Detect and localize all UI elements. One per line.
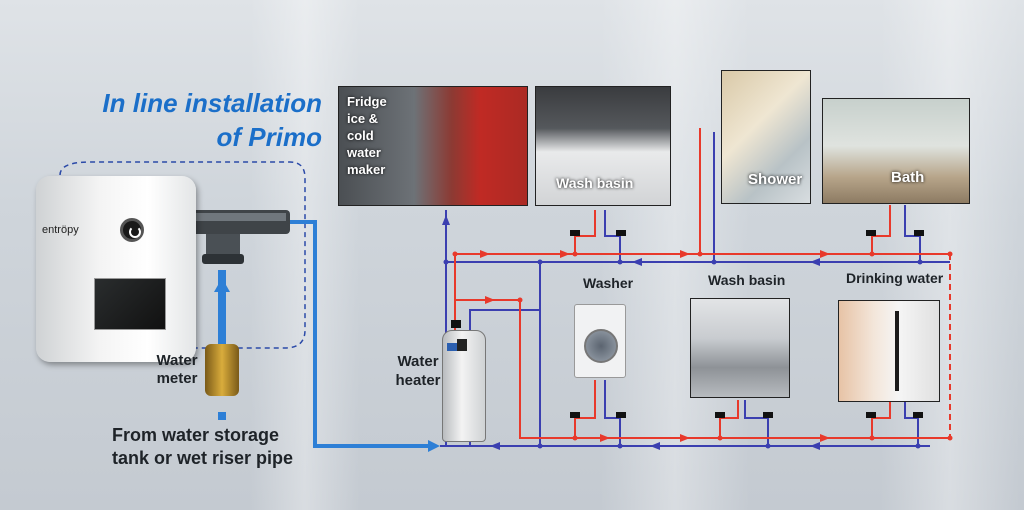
- wash-basin-photo: Wash basin: [535, 86, 671, 206]
- washer-label: Washer: [583, 275, 634, 291]
- diagram-title: In line installation of Primo: [102, 88, 322, 152]
- bath-caption: Bath: [891, 169, 925, 186]
- bath-photo: Bath: [822, 98, 970, 204]
- supply-pipe-outlet: [290, 220, 428, 448]
- cold-flow-arrows: [442, 215, 820, 450]
- hot-flow-arrows: [480, 250, 830, 442]
- drinking-water-label: Drinking water: [846, 270, 944, 286]
- t-fitting: [180, 210, 290, 264]
- arrow-up-icon: [214, 278, 230, 292]
- device-display-panel: [94, 278, 166, 330]
- valve-icons: [451, 230, 924, 418]
- arrow-right-icon: [428, 440, 440, 452]
- drinking-water-photo: [838, 300, 940, 402]
- shower-caption: Shower: [748, 171, 803, 188]
- primo-filter-device: entröpy: [36, 176, 196, 362]
- brand-logo: entröpy: [42, 224, 79, 236]
- power-button-icon[interactable]: [120, 218, 144, 242]
- fridge-photo: Fridge ice & cold water maker: [338, 86, 528, 206]
- source-label: From water storage tank or wet riser pip…: [112, 425, 294, 468]
- shower-photo: Shower: [721, 70, 811, 204]
- wash-basin-caption: Wash basin: [556, 175, 634, 191]
- water-heater-label: Water heater: [395, 353, 441, 389]
- washer-icon: [574, 304, 626, 378]
- water-meter-icon: [205, 344, 239, 396]
- wash-basin-lower-label: Wash basin: [708, 272, 786, 288]
- kitchen-sink-photo: [690, 298, 790, 398]
- fridge-caption: Fridge ice & cold water maker: [347, 94, 387, 177]
- water-meter-label: Water meter: [156, 352, 198, 387]
- water-heater-icon: [442, 330, 486, 442]
